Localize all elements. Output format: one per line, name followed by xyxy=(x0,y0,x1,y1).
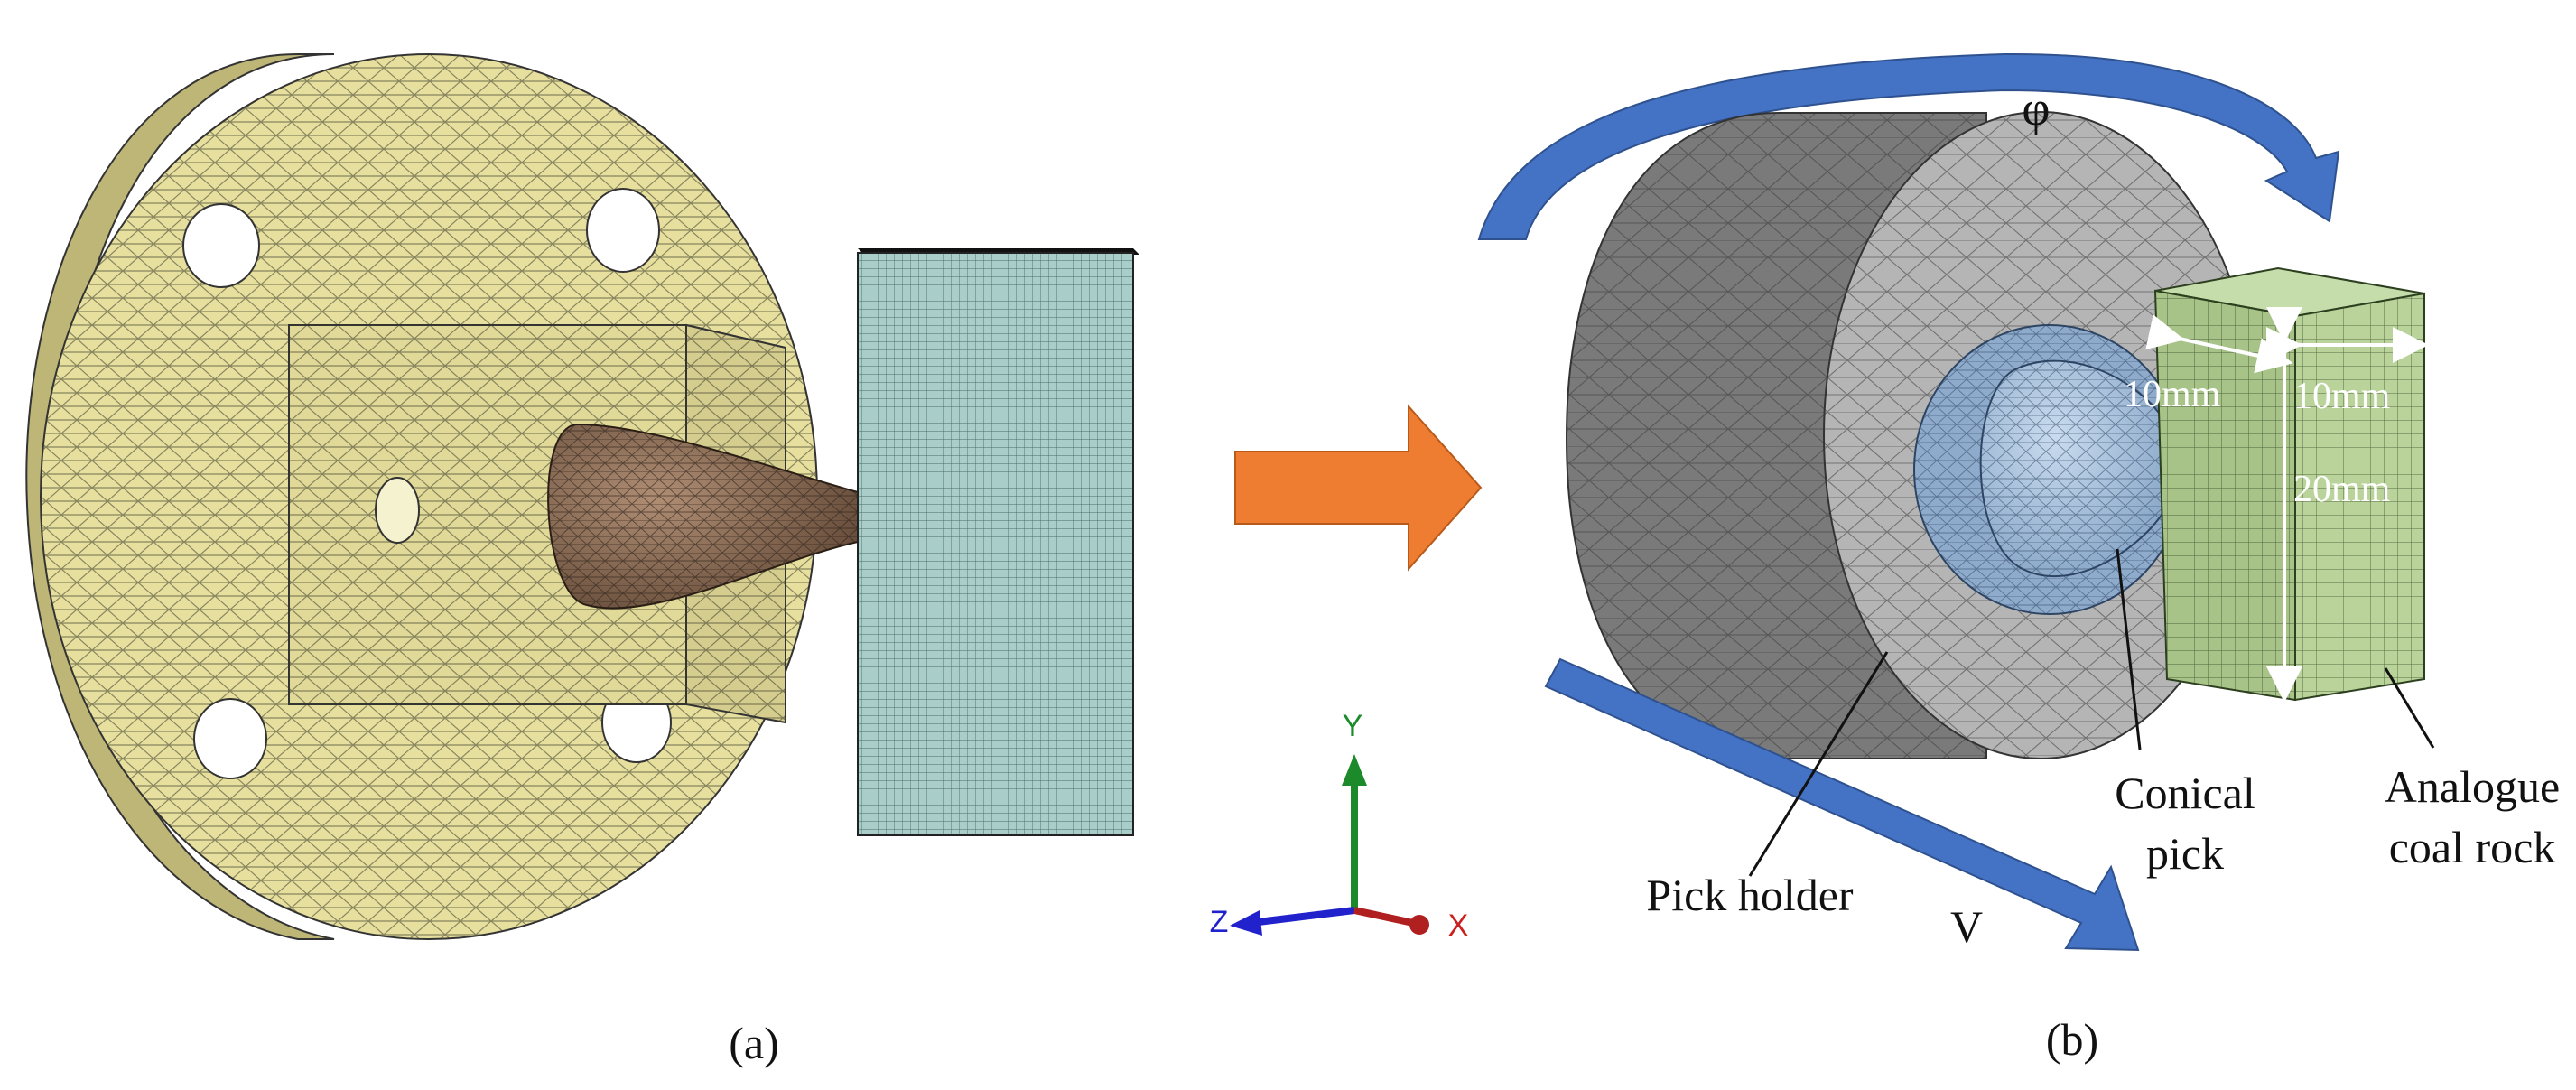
leader-conical-pick xyxy=(2116,548,2142,750)
panel-b-model: 10mm 10mm 20mm φ V Pick holder Conical p… xyxy=(1477,52,2560,952)
z-axis-arrowhead xyxy=(1230,910,1262,936)
y-axis-label: Y xyxy=(1343,709,1363,743)
coal-rock-label-line2: coal rock xyxy=(2389,822,2556,872)
rotation-symbol: φ xyxy=(2022,81,2050,135)
dimension-height-label: 20mm xyxy=(2293,469,2391,510)
leader-coal-rock xyxy=(2384,667,2435,749)
leader-pick-holder xyxy=(1748,651,1889,877)
panel-a-caption: (a) xyxy=(729,1018,779,1068)
bolt-hole xyxy=(193,698,267,779)
holder-pin-hole xyxy=(375,477,420,544)
x-axis-endpoint xyxy=(1409,915,1429,935)
x-axis-label: X xyxy=(1448,908,1469,943)
panel-b-caption: (b) xyxy=(2046,1014,2098,1065)
dimension-line-depth xyxy=(2145,314,2293,374)
velocity-arrow xyxy=(1544,657,2140,952)
velocity-symbol: V xyxy=(1950,901,1983,952)
z-axis-label: Z xyxy=(1210,905,1229,939)
coal-rock-label-line1: Analogue xyxy=(2385,761,2560,812)
dimension-depth-label: 10mm xyxy=(2124,374,2221,415)
bolt-hole xyxy=(182,203,260,288)
panel-a-model xyxy=(25,53,1139,940)
dimension-width-label: 10mm xyxy=(2293,376,2391,417)
y-axis-arrowhead xyxy=(1342,754,1367,786)
conical-pick-label-line2: pick xyxy=(2146,828,2224,879)
pick-holder-label: Pick holder xyxy=(1646,870,1853,920)
conical-pick-label-line1: Conical xyxy=(2115,768,2255,818)
transition-arrow xyxy=(1234,404,1483,572)
coordinate-axes: Y Z X xyxy=(1210,709,1469,943)
bolt-hole xyxy=(586,188,660,273)
